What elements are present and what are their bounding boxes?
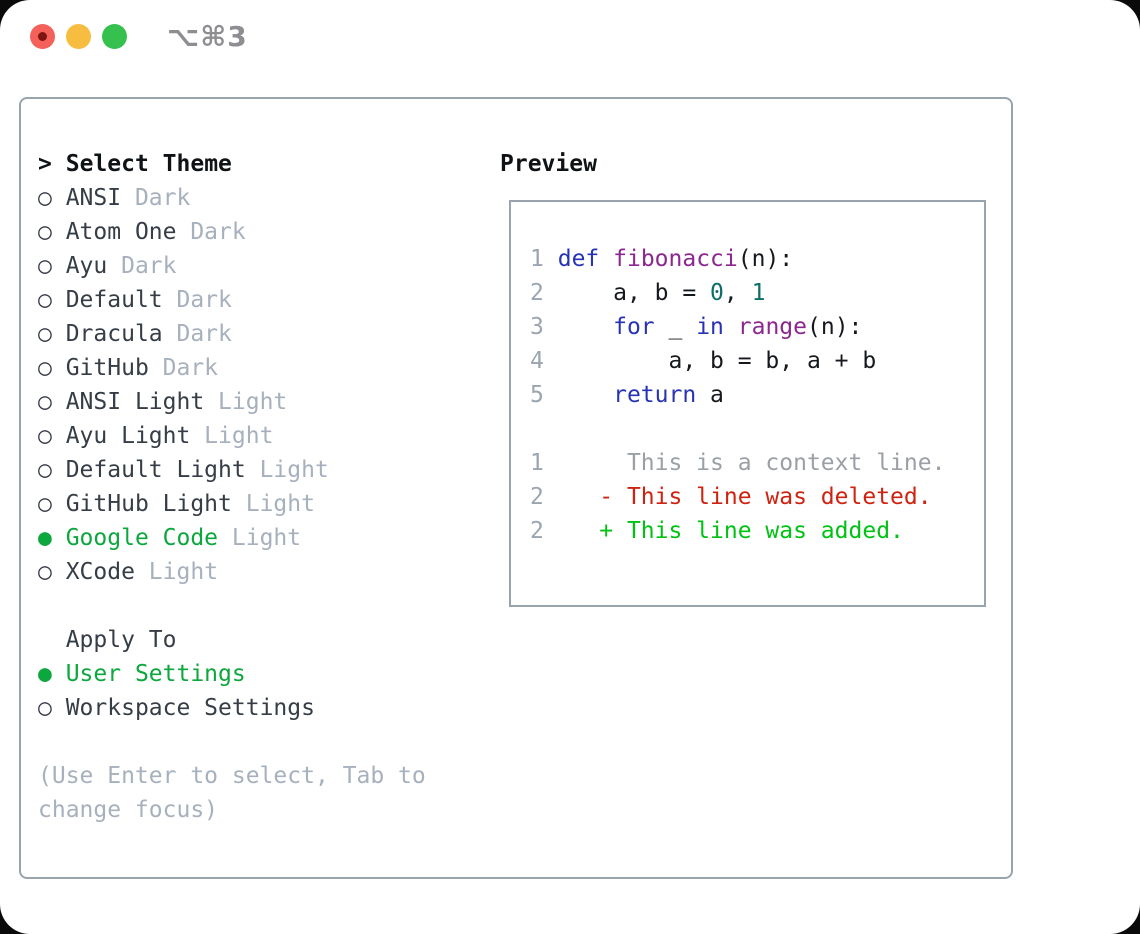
theme-option-ayu-light[interactable]: ○ Ayu Light Light <box>38 419 426 453</box>
apply-option-workspace-settings[interactable]: ○ Workspace Settings <box>38 691 426 725</box>
theme-variant: Light <box>231 491 315 517</box>
theme-variant: Dark <box>107 253 177 279</box>
theme-variant: Dark <box>162 321 232 347</box>
theme-option-github[interactable]: ○ GitHub Dark <box>38 351 426 385</box>
theme-variant: Light <box>190 423 274 449</box>
code-line: 4 a, b = b, a + b <box>530 348 877 374</box>
apply-option-label: User Settings <box>65 661 246 687</box>
theme-name: Default <box>65 287 163 313</box>
line-number: 3 <box>530 314 544 340</box>
theme-option-ansi[interactable]: ○ ANSI Dark <box>38 181 426 215</box>
line-number: 2 <box>530 518 544 544</box>
minimize-button-icon[interactable] <box>66 24 91 49</box>
theme-option-default[interactable]: ○ Default Dark <box>38 283 426 317</box>
theme-variant: Light <box>204 389 288 415</box>
theme-variant: Dark <box>148 355 219 381</box>
code-line: 1 def fibonacci(n): <box>530 246 794 272</box>
radio-icon: ○ <box>38 491 66 517</box>
theme-name: Default Light <box>65 457 246 483</box>
theme-name: Google Code <box>65 525 219 551</box>
line-number: 2 <box>530 484 544 510</box>
close-dot-icon <box>38 32 47 41</box>
radio-icon: ○ <box>38 185 66 211</box>
radio-icon: ○ <box>38 355 66 381</box>
radio-icon: ○ <box>38 321 66 347</box>
radio-icon: ○ <box>38 253 66 279</box>
line-number: 5 <box>530 382 544 408</box>
preview-code: 1 def fibonacci(n): 2 a, b = 0, 1 3 for _ … <box>530 242 984 548</box>
theme-name: Dracula <box>65 321 163 347</box>
line-number: 4 <box>530 348 544 374</box>
apply-to-label: Apply To <box>65 627 177 653</box>
select-theme-header: > Select Theme <box>38 147 426 181</box>
zoom-button-icon[interactable] <box>102 24 127 49</box>
diff-context-line: 1 This is a context line. <box>530 450 946 476</box>
apply-to-header: Apply To <box>38 623 426 657</box>
focus-caret-icon: > <box>38 151 52 177</box>
code-line: 5 return a <box>530 382 724 408</box>
radio-icon: ○ <box>38 219 66 245</box>
spacer-row <box>38 725 426 759</box>
radio-icon: ○ <box>38 423 66 449</box>
window-titlebar <box>30 24 127 49</box>
theme-list: ○ ANSI Dark○ Atom One Dark○ Ayu Dark○ De… <box>38 181 426 589</box>
theme-name: ANSI <box>65 185 122 211</box>
theme-name: Atom One <box>65 219 177 245</box>
radio-icon: ● <box>38 525 66 551</box>
radio-icon: ○ <box>38 695 66 721</box>
theme-selector: > Select Theme ○ ANSI Dark○ Atom One Dar… <box>38 147 426 827</box>
select-theme-label: Select Theme <box>65 151 232 177</box>
apply-options: ● User Settings○ Workspace Settings <box>38 657 426 725</box>
code-line: 2 a, b = 0, 1 <box>530 280 766 306</box>
theme-variant: Dark <box>121 185 191 211</box>
theme-name: Ayu <box>65 253 108 279</box>
theme-option-ayu[interactable]: ○ Ayu Dark <box>38 249 426 283</box>
diff-deleted-line: 2 - This line was deleted. <box>530 484 932 510</box>
line-number: 1 <box>530 450 544 476</box>
theme-option-dracula[interactable]: ○ Dracula Dark <box>38 317 426 351</box>
theme-name: GitHub Light <box>65 491 232 517</box>
help-text-line-1: (Use Enter to select, Tab to <box>38 763 426 789</box>
theme-name: GitHub <box>65 355 149 381</box>
theme-option-google-code[interactable]: ● Google Code Light <box>38 521 426 555</box>
theme-variant: Light <box>245 457 329 483</box>
theme-variant: Dark <box>176 219 246 245</box>
blank-line <box>530 412 984 446</box>
theme-option-xcode[interactable]: ○ XCode Light <box>38 555 426 589</box>
theme-name: XCode <box>65 559 135 585</box>
radio-icon: ○ <box>38 559 66 585</box>
radio-icon: ● <box>38 661 66 687</box>
radio-icon: ○ <box>38 287 66 313</box>
spacer-row <box>38 589 426 623</box>
code-line: 3 for _ in range(n): <box>530 314 863 340</box>
theme-name: Ayu Light <box>65 423 191 449</box>
theme-option-github-light[interactable]: ○ GitHub Light Light <box>38 487 426 521</box>
preview-box: 1 def fibonacci(n): 2 a, b = 0, 1 3 for _ … <box>509 200 986 607</box>
theme-variant: Light <box>218 525 302 551</box>
theme-name: ANSI Light <box>65 389 205 415</box>
apply-option-label: Workspace Settings <box>65 695 315 721</box>
theme-option-ansi-light[interactable]: ○ ANSI Light Light <box>38 385 426 419</box>
close-button-icon[interactable] <box>30 24 55 49</box>
preview-header: Preview <box>500 151 597 177</box>
theme-variant: Light <box>134 559 219 585</box>
apply-option-user-settings[interactable]: ● User Settings <box>38 657 426 691</box>
line-number: 2 <box>530 280 544 306</box>
help-text-line-2: change focus) <box>38 797 219 823</box>
theme-variant: Dark <box>162 287 232 313</box>
radio-icon: ○ <box>38 389 66 415</box>
line-number: 1 <box>530 246 544 272</box>
radio-icon: ○ <box>38 457 66 483</box>
diff-added-line: 2 + This line was added. <box>530 518 904 544</box>
theme-option-default-light[interactable]: ○ Default Light Light <box>38 453 426 487</box>
theme-option-atom-one[interactable]: ○ Atom One Dark <box>38 215 426 249</box>
window-title-shortcut: ⌥⌘3 <box>167 20 248 53</box>
